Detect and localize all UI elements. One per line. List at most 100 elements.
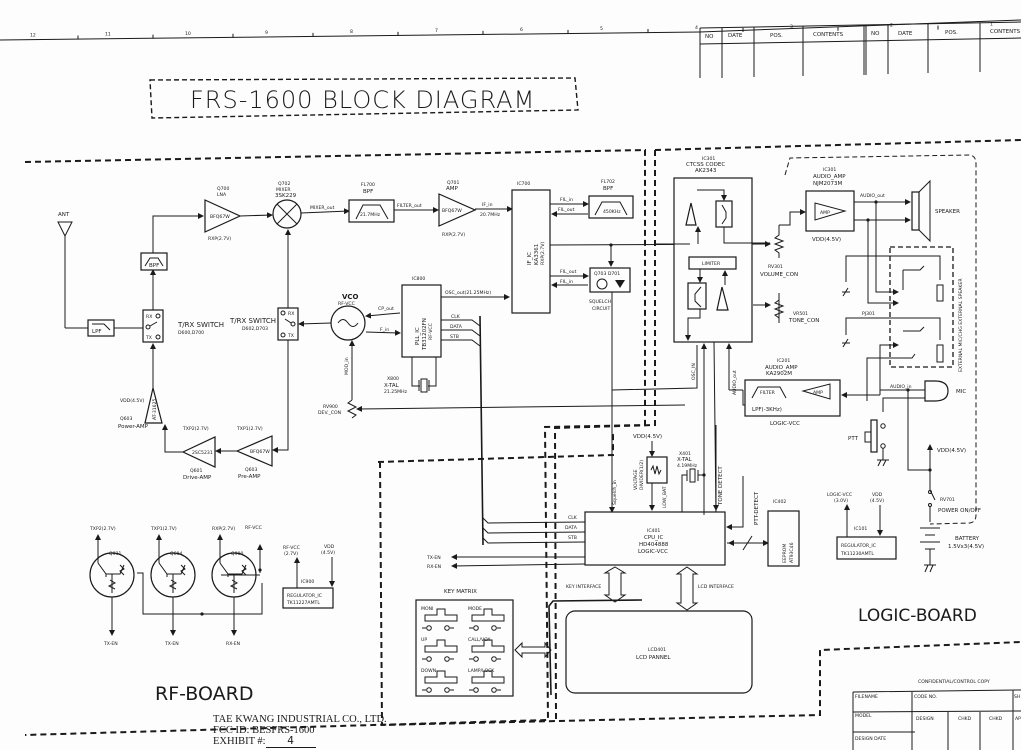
rv900-ref: RV900 bbox=[323, 404, 338, 410]
x401-ref: X401 bbox=[679, 451, 691, 457]
key-mode[interactable]: MODE bbox=[468, 606, 505, 631]
rev-header-no: NO bbox=[705, 34, 714, 40]
rv900: RV900 DEV._CON bbox=[318, 399, 686, 419]
logic-reg-ref: IC101 bbox=[854, 526, 867, 532]
if-in-label: IF_in bbox=[482, 202, 493, 208]
ruler-label: 5 bbox=[600, 26, 603, 32]
cpu-supply: LOGIC-VCC bbox=[638, 549, 668, 555]
mixer: Q702 MIXER 3SK229 MIXER_out bbox=[272, 181, 350, 310]
osc-out-label: OSC_out(21.25MHz) bbox=[445, 290, 491, 296]
key-up[interactable]: UP bbox=[421, 637, 458, 662]
drive-amp: 2SC5231 TXP2(2.7V) Q601 Drive-AMP bbox=[162, 424, 216, 481]
trx2-parts: D602,D703 bbox=[242, 326, 268, 332]
antenna: ANT bbox=[57, 212, 88, 329]
logic-reg-in1: VDD bbox=[872, 492, 883, 498]
if-ic-name: IF_IC bbox=[527, 252, 533, 265]
switch-top-label: TXP1(2.7V) bbox=[150, 526, 177, 532]
fl702-freq: 450KHz bbox=[603, 209, 621, 215]
logic-reg-out2: (3.0V) bbox=[834, 498, 848, 504]
power-switch-label: POWER ON/OFF bbox=[938, 508, 981, 514]
ruler-label: 3 bbox=[790, 24, 793, 30]
trx1-label: T/RX SWITCH bbox=[177, 321, 224, 329]
fl702-filter: 450KHz FL702 BPF bbox=[588, 179, 634, 219]
mixer-part: 3SK229 bbox=[275, 193, 297, 199]
mixer-out-label: MIXER_out bbox=[310, 205, 335, 211]
squelch-circuit: Q703 D701 SQUELCH CIRCUIT bbox=[589, 267, 631, 513]
fcc-id: FCC ID: BESFRS-1600 bbox=[213, 725, 315, 736]
divider-label1: VOLTAGE bbox=[633, 469, 639, 490]
logic-reg-out1: LOGIC-VCC bbox=[827, 492, 852, 498]
trx1-tx: TX bbox=[145, 335, 152, 341]
audio-amp2-supply: LOGIC-VCC bbox=[770, 421, 800, 427]
key-label: DOWN bbox=[421, 668, 436, 674]
rev-header-contents: CONTENTS bbox=[813, 32, 844, 38]
rf-regulator: REGULATOR_IC TK11227AMTL IC900 RF-VCC (2… bbox=[282, 544, 335, 609]
trx2-label: T/RX SWITCH bbox=[229, 317, 276, 325]
code-no-label: CODE NO. bbox=[914, 694, 937, 700]
rf-switch-wiring: RF-VCC bbox=[137, 525, 262, 616]
trx2-tx: TX bbox=[287, 333, 294, 339]
divider-label2: DIVIDER(1/2) bbox=[639, 460, 645, 490]
fl700-freq: 21.7MHz bbox=[360, 212, 381, 218]
eeprom-part: AT93C46 bbox=[789, 542, 795, 563]
if-amp-supply: RXP(2.7V) bbox=[442, 232, 465, 238]
exhibit-value: 4 bbox=[265, 736, 316, 748]
key-label: MODE bbox=[468, 606, 482, 612]
pll-ref: IC800 bbox=[412, 276, 425, 282]
cpu-ptt-detect: PTT-DETECT bbox=[754, 491, 760, 525]
rf-vcc-label: RF-VCC bbox=[245, 525, 262, 531]
cpu-squelch-in: Squelch_in bbox=[612, 480, 618, 505]
switch-bottom-label: TX-EN bbox=[103, 641, 118, 647]
external-jack: PJ301 EXTERNAL MIC/CHG EXTERNAL SPEAKER bbox=[842, 246, 964, 401]
cpu-stb: STB bbox=[568, 535, 577, 541]
mic-label: MIC bbox=[956, 389, 966, 395]
lna-part: BFQ67W bbox=[210, 214, 230, 220]
switch-ref: Q931 bbox=[109, 551, 121, 557]
logic-board-label: LOGIC-BOARD bbox=[858, 606, 977, 626]
ruler-label: 8 bbox=[350, 29, 353, 35]
key-moni[interactable]: MONI bbox=[421, 606, 458, 631]
cpu-tone-detect: TONE DETECT bbox=[718, 466, 724, 506]
cpu-ref: IC401 bbox=[647, 528, 660, 534]
if-ic-part: KA3361 bbox=[534, 244, 540, 265]
ant-label: ANT bbox=[58, 212, 70, 218]
audio-in-label: AUDIO_in bbox=[890, 384, 912, 390]
mic-icon: MIC AUDIO_in bbox=[880, 380, 966, 471]
ruler-label: 10 bbox=[185, 31, 191, 37]
jack-ref: PJ301 bbox=[862, 311, 875, 317]
switch-bottom-label: RX-EN bbox=[226, 641, 240, 647]
pre-amp-ref: Q603 bbox=[245, 467, 257, 473]
drive-amp-name: Drive-AMP bbox=[183, 475, 212, 481]
rev-header-no-2: NO bbox=[871, 31, 880, 37]
pll-stb: STB bbox=[450, 334, 459, 340]
lcd-name: LCD PANNEL bbox=[636, 655, 671, 661]
audio-out-label: AUDIO_out bbox=[860, 193, 885, 199]
key-lamp-lock[interactable]: LAMP/LOCK bbox=[468, 668, 505, 693]
x800-name: X-TAL bbox=[384, 383, 400, 389]
eeprom: IC402 EEPROM AT93C46 bbox=[767, 499, 800, 567]
eeprom-ref: IC402 bbox=[773, 499, 786, 505]
rf-reg-out2: (2.7V) bbox=[284, 551, 298, 557]
vco: VCO RF-VCC CP_out F_in MOD_in bbox=[298, 293, 401, 400]
design-date-label: DESIGN DATE bbox=[855, 736, 886, 742]
key-call-vox[interactable]: CALL/VOX bbox=[468, 637, 505, 662]
limiter-label: LIMITER bbox=[702, 261, 721, 267]
trx1-parts: D600,D700 bbox=[178, 330, 204, 336]
pre-amp-supply: TXP1(2.7V) bbox=[236, 426, 263, 432]
pll-name: PLL_IC bbox=[415, 327, 421, 345]
osc-in-label: OSC_IN bbox=[691, 363, 697, 380]
ruler-label: 1 bbox=[990, 22, 993, 28]
cpu-ic: IC401 CPU_IC HD404888 LOGIC-VCC CLK DATA… bbox=[426, 425, 769, 570]
if-ic-supply: RXP(2.7V) bbox=[540, 242, 546, 265]
divider-supply: VDD(4.5V) bbox=[633, 434, 662, 440]
cpu-clk: CLK bbox=[568, 515, 578, 521]
volume-ref: RV301 bbox=[768, 264, 783, 270]
volume-control: RV301 VOLUME_CON bbox=[760, 209, 806, 278]
cpu-data: DATA bbox=[565, 525, 578, 531]
mod-in-label: MOD_in bbox=[344, 357, 350, 375]
audio-amp2-amp: AMP bbox=[813, 390, 823, 396]
trx1-rx: RX bbox=[146, 314, 152, 320]
lna-ref: Q700 bbox=[217, 186, 229, 192]
key-down[interactable]: DOWN bbox=[421, 668, 458, 693]
